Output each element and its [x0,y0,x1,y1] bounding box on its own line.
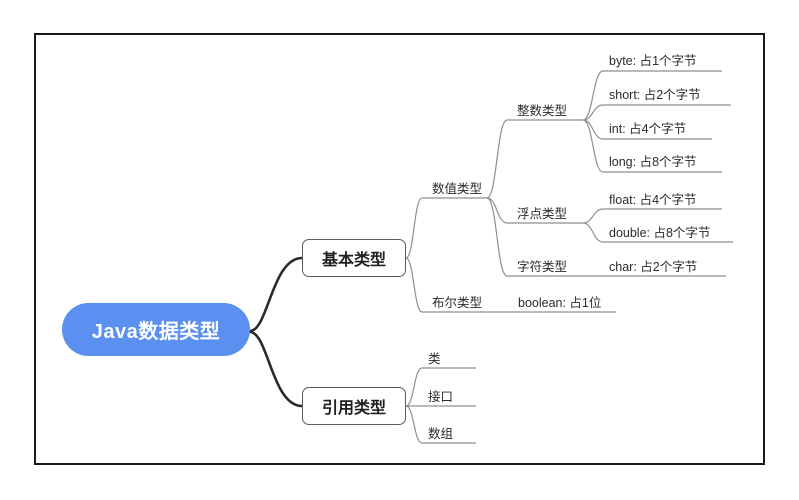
label-boolean-type[interactable]: 布尔类型 [432,296,483,310]
leaf-class[interactable]: 类 [428,352,441,366]
node-reference-type[interactable]: 引用类型 [302,387,406,425]
leaf-short[interactable]: short: 占2个字节 [609,88,701,102]
leaf-float[interactable]: float: 占4个字节 [609,193,697,207]
leaf-interface[interactable]: 接口 [428,390,454,404]
leaf-boolean[interactable]: boolean: 占1位 [518,296,602,310]
root-node-java-data-types[interactable]: Java数据类型 [62,303,250,356]
leaf-double[interactable]: double: 占8个字节 [609,226,711,240]
label-numeric-type[interactable]: 数值类型 [432,182,483,196]
label-char-type[interactable]: 字符类型 [517,260,568,274]
leaf-long[interactable]: long: 占8个字节 [609,155,697,169]
leaf-int[interactable]: int: 占4个字节 [609,122,687,136]
node-basic-type[interactable]: 基本类型 [302,239,406,277]
label-integer-type[interactable]: 整数类型 [517,104,568,118]
label-float-type[interactable]: 浮点类型 [517,207,568,221]
leaf-byte[interactable]: byte: 占1个字节 [609,54,697,68]
leaf-char[interactable]: char: 占2个字节 [609,260,698,274]
leaf-array[interactable]: 数组 [428,427,454,441]
